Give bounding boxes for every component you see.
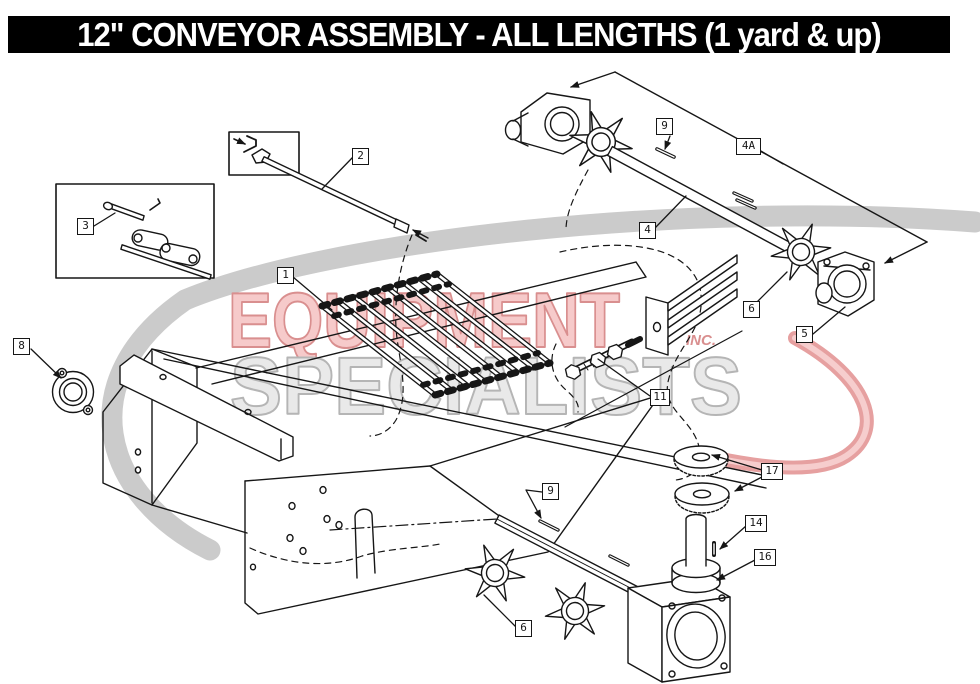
callout-6: 6 (515, 620, 532, 637)
callout-17: 17 (761, 463, 783, 480)
watermark-word-3: INC. (686, 332, 716, 349)
flap-edge-line (564, 330, 743, 428)
watermark-word-2: SPECIALISTS (230, 341, 742, 432)
title-bar: 12" CONVEYOR ASSEMBLY - ALL LENGTHS (1 y… (8, 15, 950, 53)
disc-sprocket (673, 445, 729, 477)
adjuster-bolt-11 (562, 336, 643, 382)
inset-box-3 (55, 183, 215, 280)
callout-leader-lines (30, 135, 846, 628)
trough-cross-brace (119, 354, 294, 462)
gearbox-assembly (460, 445, 731, 683)
star-sprocket (540, 579, 610, 643)
callout-14: 14 (745, 515, 767, 532)
disc-sprocket (674, 482, 730, 514)
drive-shaft-assembly (504, 71, 928, 317)
flange-bearing-8 (51, 367, 95, 416)
callout-6: 6 (743, 301, 760, 318)
callout-9: 9 (656, 118, 673, 135)
star-sprocket (460, 542, 530, 604)
gearbox-16 (627, 513, 731, 683)
callout-9: 9 (542, 483, 559, 500)
flange-bearing-top (504, 92, 591, 155)
tube-shaft-4 (606, 145, 797, 255)
chain-flight-assembly (318, 270, 554, 399)
callout-4A: 4A (736, 138, 761, 155)
conveyor-trough (102, 169, 773, 615)
callout-8: 8 (13, 338, 30, 355)
callout-5: 5 (796, 326, 813, 343)
shaft-key-9-top (655, 147, 676, 159)
tensioner-rod-2 (261, 156, 429, 242)
callout-4: 4 (639, 222, 656, 239)
callout-1: 1 (277, 267, 294, 284)
hex-drive-shaft (494, 514, 645, 599)
callout-16: 16 (754, 549, 776, 566)
flange-bearing-5 (815, 251, 875, 317)
callout-11: 11 (650, 389, 670, 406)
trough-front-panel (244, 394, 661, 615)
centerline (329, 518, 498, 531)
page-title: 12" CONVEYOR ASSEMBLY - ALL LENGTHS (1 y… (77, 15, 881, 53)
callout-2: 2 (352, 148, 369, 165)
callout-3: 3 (77, 218, 94, 235)
motor-mount-weldment (645, 254, 738, 356)
